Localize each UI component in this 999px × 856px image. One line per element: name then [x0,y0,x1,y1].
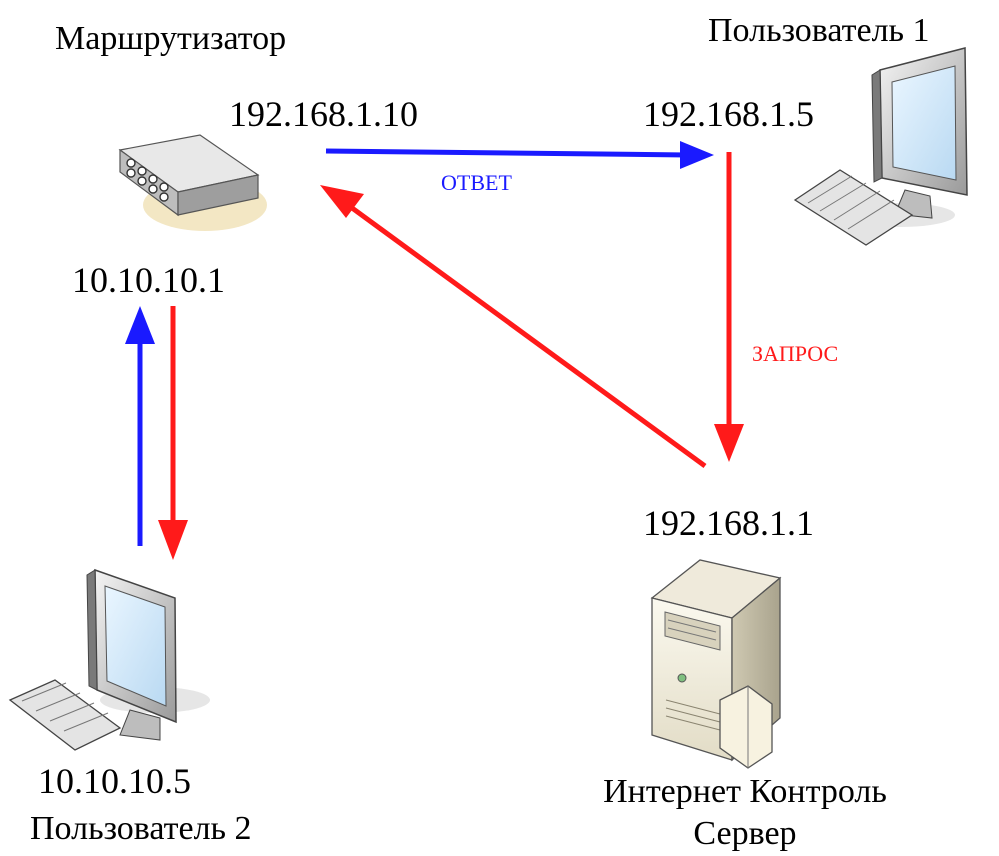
router-name-label: Маршрутизатор [55,20,287,57]
request-arrow-user1-to-server [714,152,744,462]
user2-name-label: Пользователь 2 [30,810,252,847]
request-edge-label: ЗАПРОС [752,341,839,366]
user1-ip-label: 192.168.1.5 [643,94,814,134]
request-arrow-server-to-router [320,185,707,469]
router-ip-top-label: 192.168.1.10 [229,94,418,134]
server-name-line2-label: Сервер [693,815,797,852]
server-ip-label: 192.168.1.1 [643,503,814,543]
router-icon [118,134,267,231]
request-arrow-router-to-user2 [158,306,188,560]
user1-name-label: Пользователь 1 [708,12,930,49]
response-edge-label: ОТВЕТ [441,170,512,195]
user1-computer-icon [793,47,968,246]
response-arrow-router-to-user1 [325,141,714,169]
user2-computer-icon [8,568,210,751]
server-tower-icon [650,559,782,769]
router-ip-bottom-label: 10.10.10.1 [72,260,225,300]
server-name-line1-label: Интернет Контроль [603,773,887,810]
user2-ip-label: 10.10.10.5 [38,761,191,801]
response-arrow-user2-to-router [125,306,155,546]
